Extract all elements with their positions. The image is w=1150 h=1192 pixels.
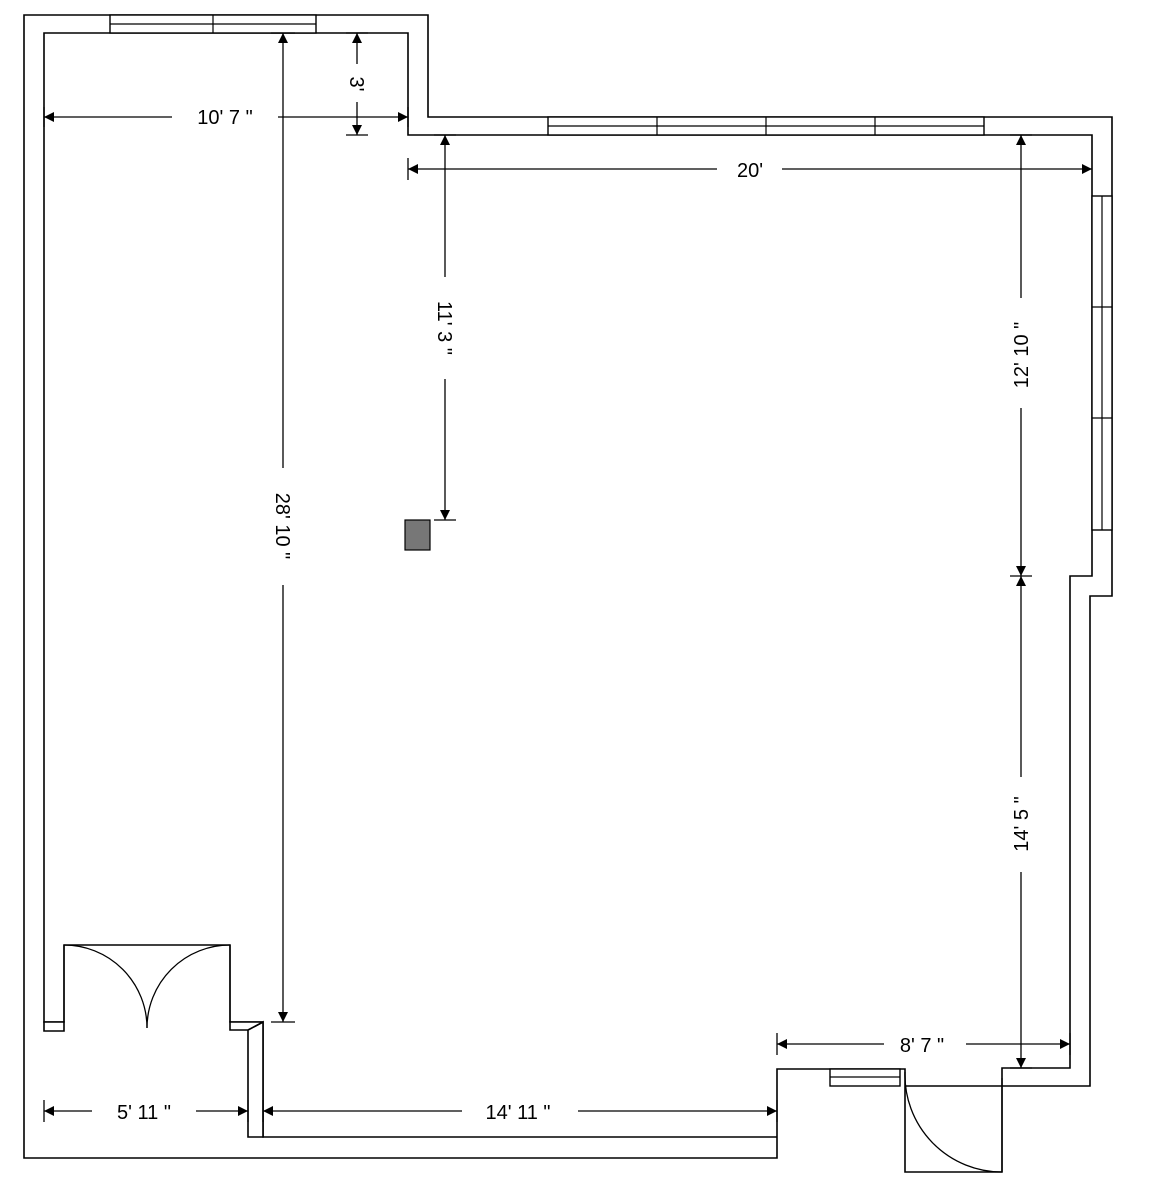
- label-top-right-width: 20': [737, 160, 763, 182]
- window-top-right: [547, 116, 985, 136]
- double-door[interactable]: [63, 944, 231, 1029]
- label-bottom-mid-width: 14' 11 ": [485, 1102, 550, 1124]
- window-top-left: [109, 14, 317, 34]
- label-top-step: 3': [345, 77, 367, 92]
- dim-bottom-left-width: 5' 11 ": [43, 1100, 249, 1124]
- dim-top-right-width: 20': [407, 158, 1092, 182]
- dim-top-left-width: 10' 7 ": [43, 107, 409, 129]
- dim-left-height: 28' 10 ": [271, 32, 295, 1023]
- label-top-left-width: 10' 7 ": [197, 107, 252, 129]
- label-bottom-right-width: 8' 7 ": [900, 1035, 944, 1057]
- dim-right-upper-height: 12' 10 ": [1010, 134, 1033, 577]
- outer-wall: [23, 14, 1113, 1173]
- partition-jamb-right: [229, 1021, 264, 1031]
- dim-bottom-right-width: 8' 7 ": [776, 1033, 1071, 1057]
- label-column-offset: 11' 3 ": [433, 301, 455, 355]
- label-right-upper-height: 12' 10 ": [1011, 322, 1033, 389]
- dim-right-lower-height: 14' 5 ": [1010, 576, 1033, 1069]
- single-door[interactable]: [904, 1071, 1003, 1173]
- window-bottom: [829, 1068, 901, 1087]
- window-right: [1091, 195, 1113, 531]
- dim-top-step: 3': [345, 32, 368, 136]
- label-right-lower-height: 14' 5 ": [1011, 796, 1033, 851]
- partition-wall: [247, 1020, 264, 1138]
- dim-column-offset: 11' 3 ": [433, 134, 456, 521]
- label-left-height: 28' 10 ": [271, 493, 293, 560]
- partition-jamb: [43, 1021, 65, 1032]
- column: [404, 519, 431, 551]
- dim-bottom-mid-width: 14' 11 ": [262, 1100, 778, 1124]
- label-bottom-left-width: 5' 11 ": [117, 1102, 171, 1124]
